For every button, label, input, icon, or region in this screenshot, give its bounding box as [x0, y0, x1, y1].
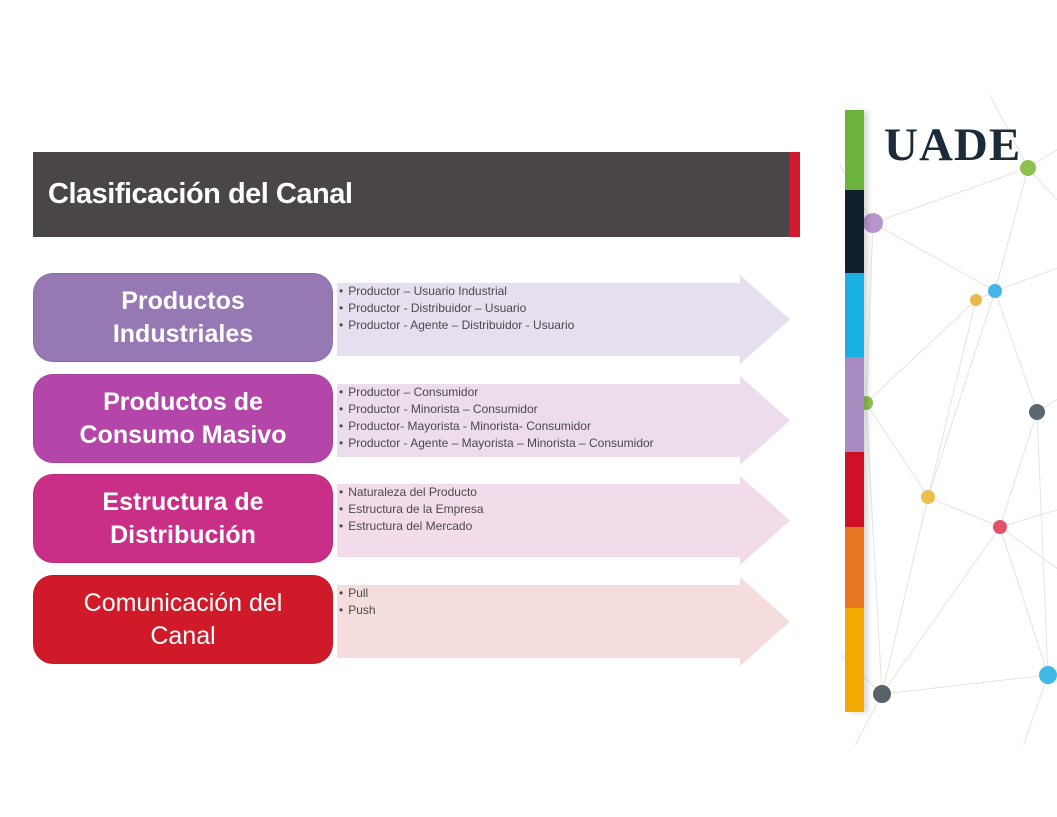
bullet-list: Naturaleza del Producto Estructura de la… [339, 484, 769, 535]
category-box-label: Estructura de Distribución [102, 488, 264, 549]
bullet-item: Push [339, 602, 769, 619]
bullet-item: Naturaleza del Producto [339, 484, 769, 501]
bullet-item: Productor - Minorista – Consumidor [339, 401, 769, 418]
network-lines [840, 95, 1057, 745]
gray-dot-bottom-icon [873, 685, 891, 703]
strip-segment-cyan [845, 273, 864, 357]
bullet-list: Pull Push [339, 585, 769, 619]
strip-segment-red [845, 452, 864, 527]
strip-segment-amber [845, 608, 864, 712]
amber-dot-mid-icon [970, 294, 982, 306]
bullet-item: Pull [339, 585, 769, 602]
bullet-item: Productor- Mayorista - Minorista- Consum… [339, 418, 769, 435]
strip-segment-orange [845, 527, 864, 608]
diagram-row-comunicacion-canal: Comunicación del Canal Pull Push [33, 575, 823, 675]
diagram-row-estructura-distribucion: Estructura de Distribución Naturaleza de… [33, 474, 823, 574]
purple-dot-icon [863, 213, 883, 233]
category-box: Estructura de Distribución [33, 474, 333, 563]
strip-segment-purple [845, 357, 864, 452]
cyan-dot-bottom-icon [1039, 666, 1057, 684]
category-box: Productos de Consumo Masivo [33, 374, 333, 463]
category-box-label: Productos de Consumo Masivo [79, 388, 287, 449]
bullet-list: Productor – Usuario Industrial Productor… [339, 283, 769, 334]
bullet-item: Productor - Agente – Distribuidor - Usua… [339, 317, 769, 334]
diagram-row-productos-industriales: Productos Industriales Productor – Usuar… [33, 273, 823, 373]
uade-logo: UADE [884, 119, 1022, 171]
gray-dot-right-icon [1029, 404, 1045, 420]
green-dot-top-icon [1020, 160, 1036, 176]
title-bar: Clasificación del Canal [33, 152, 789, 237]
bullet-item: Productor - Distribuidor – Usuario [339, 300, 769, 317]
category-box: Productos Industriales [33, 273, 333, 362]
strip-segment-navy [845, 190, 864, 273]
bullet-list: Productor – Consumidor Productor - Minor… [339, 384, 769, 452]
strip-segment-green [845, 110, 864, 190]
bullet-item: Estructura de la Empresa [339, 501, 769, 518]
bullet-item: Productor - Agente – Mayorista – Minoris… [339, 435, 769, 452]
category-box-label: Comunicación del Canal [83, 589, 283, 650]
page-title: Clasificación del Canal [48, 178, 353, 210]
cyan-dot-mid-icon [988, 284, 1002, 298]
category-box-label: Productos Industriales [112, 287, 254, 348]
title-bar-accent-stripe [789, 152, 800, 237]
network-decoration [840, 95, 1057, 745]
bullet-item: Estructura del Mercado [339, 518, 769, 535]
bullet-item: Productor – Consumidor [339, 384, 769, 401]
red-dot-icon [993, 520, 1007, 534]
amber-dot-lower-icon [921, 490, 935, 504]
brand-color-strip [845, 110, 864, 712]
diagram-row-consumo-masivo: Productos de Consumo Masivo Productor – … [33, 374, 823, 474]
category-box: Comunicación del Canal [33, 575, 333, 664]
bullet-item: Productor – Usuario Industrial [339, 283, 769, 300]
